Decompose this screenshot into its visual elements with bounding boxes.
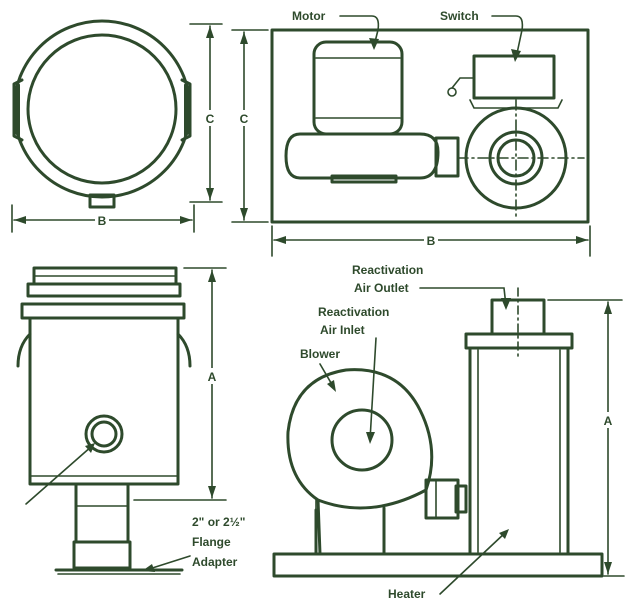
dimension-c-label-right: C xyxy=(240,112,249,126)
dimension-b-label: B xyxy=(98,214,107,228)
flange-adapter-label-line1: 2" or 2½" xyxy=(192,515,245,529)
heater-label: Heater xyxy=(388,587,426,601)
dimension-c-label-left: C xyxy=(206,112,215,126)
dimension-a-label-left: A xyxy=(208,370,217,384)
switch-label: Switch xyxy=(440,9,479,23)
side-view-blower-heater: Reactivation Air Outlet Reactivation Air… xyxy=(272,263,625,601)
dimension-a-label-right: A xyxy=(604,414,613,428)
reactivation-air-outlet-label-line2: Air Outlet xyxy=(354,281,409,295)
reactivation-air-inlet-label-line2: Air Inlet xyxy=(320,323,365,337)
top-view-blower-unit: C Motor Switch B xyxy=(231,9,591,257)
top-view: B C xyxy=(11,19,223,233)
reactivation-air-inlet-label-line1: Reactivation xyxy=(318,305,389,319)
flange-adapter-label-line2: Flange xyxy=(192,535,231,549)
blower-label: Blower xyxy=(300,347,340,361)
reactivation-air-outlet-label-line1: Reactivation xyxy=(352,263,423,277)
motor-label: Motor xyxy=(292,9,326,23)
side-view-drum: 2" or 2½" Flange Adapter A xyxy=(16,266,245,575)
dimension-b-label-right: B xyxy=(427,234,436,248)
flange-adapter-label-line3: Adapter xyxy=(192,555,238,569)
